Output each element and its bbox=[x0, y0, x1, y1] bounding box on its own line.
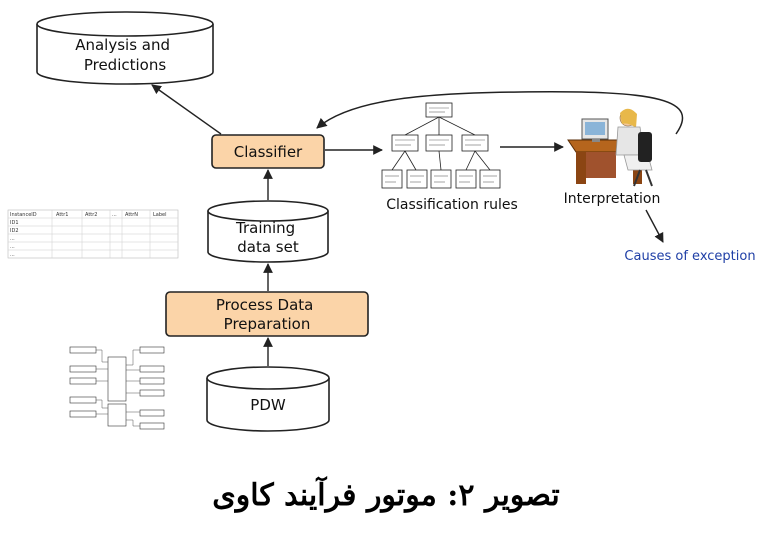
instance-table-thumbnail: InstanceID Attr1 Attr2 ... AttrN Label I… bbox=[7, 209, 179, 259]
analysis-predictions-label: Analysis and Predictions bbox=[75, 36, 175, 74]
process-data-preparation-node: Process Data Preparation bbox=[165, 291, 369, 337]
arrow-interpretation-to-causes bbox=[645, 209, 664, 243]
process-model-thumbnail bbox=[69, 346, 165, 430]
pdw-node: PDW bbox=[206, 366, 330, 432]
classifier-label: Classifier bbox=[234, 143, 303, 161]
table-row: ... bbox=[10, 252, 15, 258]
interpretation-label: Interpretation bbox=[564, 191, 661, 207]
causes-of-exception-label: Causes of exception bbox=[624, 249, 755, 264]
table-row: ... bbox=[10, 236, 15, 242]
table-row: ID1 bbox=[10, 220, 19, 226]
analysis-predictions-node: Analysis and Predictions bbox=[36, 11, 214, 85]
table-header-ellipsis: ... bbox=[112, 212, 117, 218]
table-header-attr1: Attr1 bbox=[56, 212, 69, 218]
pdw-label: PDW bbox=[250, 396, 286, 414]
analyst-at-desk-icon bbox=[567, 108, 653, 187]
table-header-attr2: Attr2 bbox=[85, 212, 98, 218]
training-data-label: Training data set bbox=[235, 219, 300, 256]
classification-rules-label: Classification rules bbox=[386, 197, 518, 213]
arrow-classifier-to-analysis bbox=[151, 84, 222, 135]
classifier-node: Classifier bbox=[211, 134, 325, 169]
process-data-preparation-label: Process Data Preparation bbox=[216, 296, 318, 333]
decision-tree-icon bbox=[381, 102, 501, 189]
figure-caption: تصویر ۲: موتور فرآیند کاوی bbox=[212, 478, 560, 513]
table-header-label: Label bbox=[153, 212, 167, 218]
arrow-feedback-loop bbox=[316, 91, 684, 135]
table-header-instanceid: InstanceID bbox=[10, 212, 37, 218]
table-header-attrn: AttrN bbox=[125, 212, 138, 218]
table-row: ... bbox=[10, 244, 15, 250]
table-row: ID2 bbox=[10, 228, 19, 234]
training-data-node: Training data set bbox=[207, 200, 329, 263]
